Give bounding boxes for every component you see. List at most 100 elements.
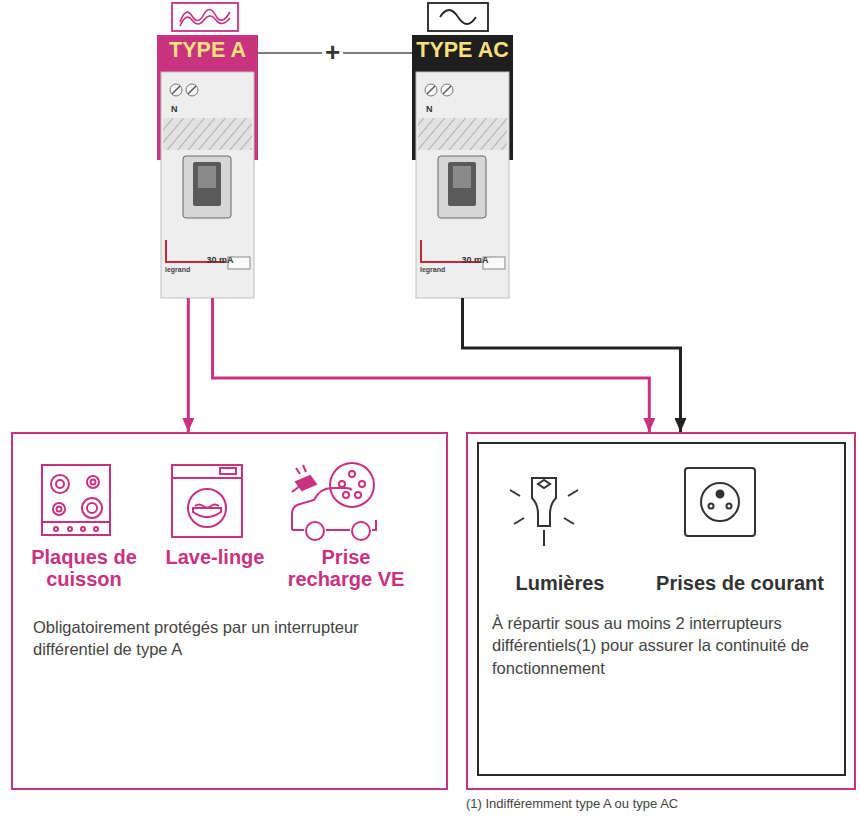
breaker-a	[157, 35, 258, 298]
circuit-group-box: Plaques de cuisson Lave-lingePrise rechar…	[11, 432, 448, 790]
drawing-part	[685, 468, 755, 536]
drawing-part	[440, 10, 476, 24]
drawing-part	[42, 521, 110, 523]
footnote: (1) Indifféremment type A ou type AC	[466, 797, 678, 811]
drawing-part	[172, 477, 242, 479]
appliance-label: Prise recharge VE	[281, 546, 411, 591]
brand-mark: legrand	[420, 266, 470, 274]
drawing-part	[448, 162, 476, 206]
drawing-part	[91, 480, 96, 485]
feed-arrow	[463, 298, 681, 432]
drawing-part	[161, 72, 254, 298]
drawing-part	[193, 162, 221, 206]
socket-icon	[685, 468, 755, 536]
drawing-part	[306, 522, 324, 540]
drawing-part	[427, 86, 435, 94]
drawing-part	[564, 518, 574, 524]
drawing-part	[701, 483, 739, 521]
drawing-part	[418, 118, 507, 150]
drawing-part	[543, 530, 545, 546]
neutral-mark: N	[171, 104, 191, 114]
circuit-label: Lumières	[490, 572, 630, 594]
circuit-label: Prises de courant	[640, 572, 840, 594]
drawing-part	[172, 86, 180, 94]
drawing-part	[172, 3, 238, 31]
drawing-part	[416, 72, 509, 298]
drawing-part	[296, 468, 300, 474]
waveform-icon-ac	[428, 3, 488, 31]
drawing-part	[180, 9, 230, 22]
drawing-part	[53, 503, 65, 515]
drawing-part	[220, 468, 236, 474]
drawing-part	[441, 84, 453, 96]
appliance-label: Lave-linge	[153, 546, 277, 568]
appliance-label: Plaques de cuisson	[25, 546, 143, 591]
breaker-type: TYPE AC	[412, 38, 513, 63]
drawing-part	[428, 3, 488, 31]
drawing-part	[94, 527, 98, 531]
drawing-part	[510, 490, 520, 496]
drawing-part	[82, 498, 102, 518]
requirement-note: À répartir sous au moins 2 interrupteurs…	[492, 612, 840, 679]
drawing-part	[42, 465, 110, 535]
drawing-part	[180, 16, 230, 26]
drawing-part	[330, 463, 374, 507]
drawing-part	[425, 84, 437, 96]
plus-sign: +	[322, 38, 343, 67]
drawing-part	[727, 504, 732, 509]
drawing-part	[538, 480, 550, 488]
drawing-part	[349, 471, 355, 477]
sensitivity-label: 30 mA	[197, 255, 243, 265]
requirement-note: Obligatoirement protégés par un interrup…	[33, 616, 433, 661]
light-icon	[510, 478, 578, 546]
drawing-part	[186, 84, 198, 96]
washer-icon	[172, 465, 242, 537]
neutral-mark: N	[426, 104, 446, 114]
drawing-part	[438, 156, 486, 218]
circuit-group-box: Lumières Prises de courant À répartir sous…	[466, 432, 856, 790]
drawing-part	[172, 465, 242, 537]
cooktop-icon	[42, 465, 110, 535]
drawing-part	[68, 527, 72, 531]
drawing-part	[292, 488, 352, 530]
drawing-part	[57, 507, 62, 512]
drawing-part	[195, 505, 219, 508]
drawing-part	[352, 522, 370, 540]
drawing-part	[51, 475, 69, 493]
drawing-part	[198, 166, 216, 188]
sensitivity-label: 30 mA	[452, 255, 498, 265]
inner-frame	[478, 443, 845, 775]
drawing-part	[170, 84, 182, 96]
drawing-part	[514, 518, 524, 524]
drawing-part	[54, 527, 58, 531]
drawing-part	[303, 465, 306, 472]
drawing-part	[87, 476, 99, 488]
drawing-part	[183, 156, 231, 218]
drawing-part	[355, 492, 361, 498]
drawing-part	[443, 86, 451, 94]
drawing-part	[193, 508, 221, 517]
drawing-part	[81, 527, 85, 531]
drawing-part	[188, 489, 226, 527]
drawing-part	[292, 486, 300, 492]
drawing-part	[56, 480, 64, 488]
feed-arrow	[213, 298, 650, 432]
ev-charging-icon	[292, 463, 376, 540]
drawing-part	[87, 503, 97, 513]
drawing-part	[339, 481, 345, 487]
drawing-part	[568, 490, 578, 496]
drawing-part	[709, 504, 714, 509]
drawing-part	[343, 492, 349, 498]
drawing-part	[717, 491, 724, 498]
drawing-part	[532, 478, 556, 526]
drawing-part	[359, 481, 365, 487]
drawing-part	[188, 86, 196, 94]
waveform-icon-a	[172, 3, 238, 31]
breaker-node: TYPE AN30 mAlegrand	[157, 35, 258, 298]
feed-arrow	[187, 298, 190, 432]
drawing-part	[163, 118, 252, 150]
brand-mark: legrand	[165, 266, 215, 274]
breaker-node: TYPE AC N 30 mAlegrand	[412, 35, 513, 298]
